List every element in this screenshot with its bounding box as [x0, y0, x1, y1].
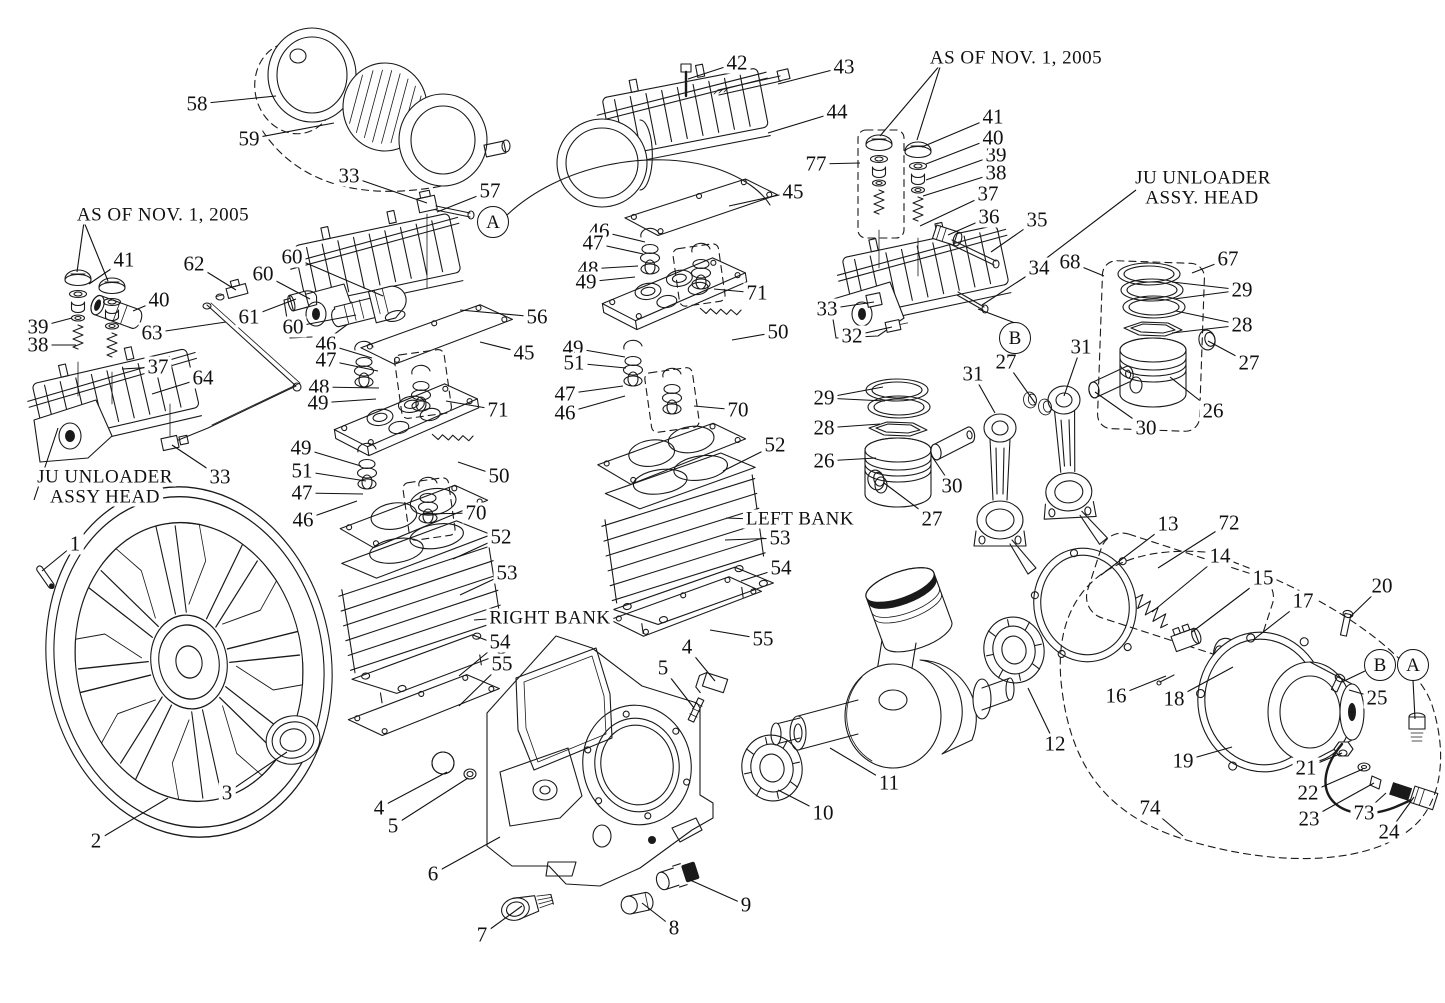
- left-bank-cylinder: [593, 418, 779, 642]
- head-piping: [90, 278, 407, 442]
- right-bank-valves: [329, 340, 485, 541]
- rear-gasket-13: [1030, 547, 1137, 663]
- ju-unloader-head-right: [829, 129, 1020, 339]
- piston-left: [864, 378, 979, 508]
- piston-right: [1085, 260, 1218, 432]
- connecting-rod-1: [973, 413, 1037, 575]
- air-filter-assembly: [254, 27, 511, 192]
- left-bank-valves: [597, 227, 753, 433]
- flywheel-key: [36, 565, 55, 590]
- bearing-cover-assembly: [1196, 609, 1439, 815]
- flywheel: [45, 486, 333, 838]
- crankcase: [431, 635, 729, 921]
- shaft-seal: [265, 715, 321, 765]
- left-bank-head: [556, 52, 791, 208]
- crankshaft-assembly: [770, 567, 1015, 769]
- connecting-rod-2: [1036, 383, 1109, 548]
- ju-unloader-head-left: [20, 269, 210, 463]
